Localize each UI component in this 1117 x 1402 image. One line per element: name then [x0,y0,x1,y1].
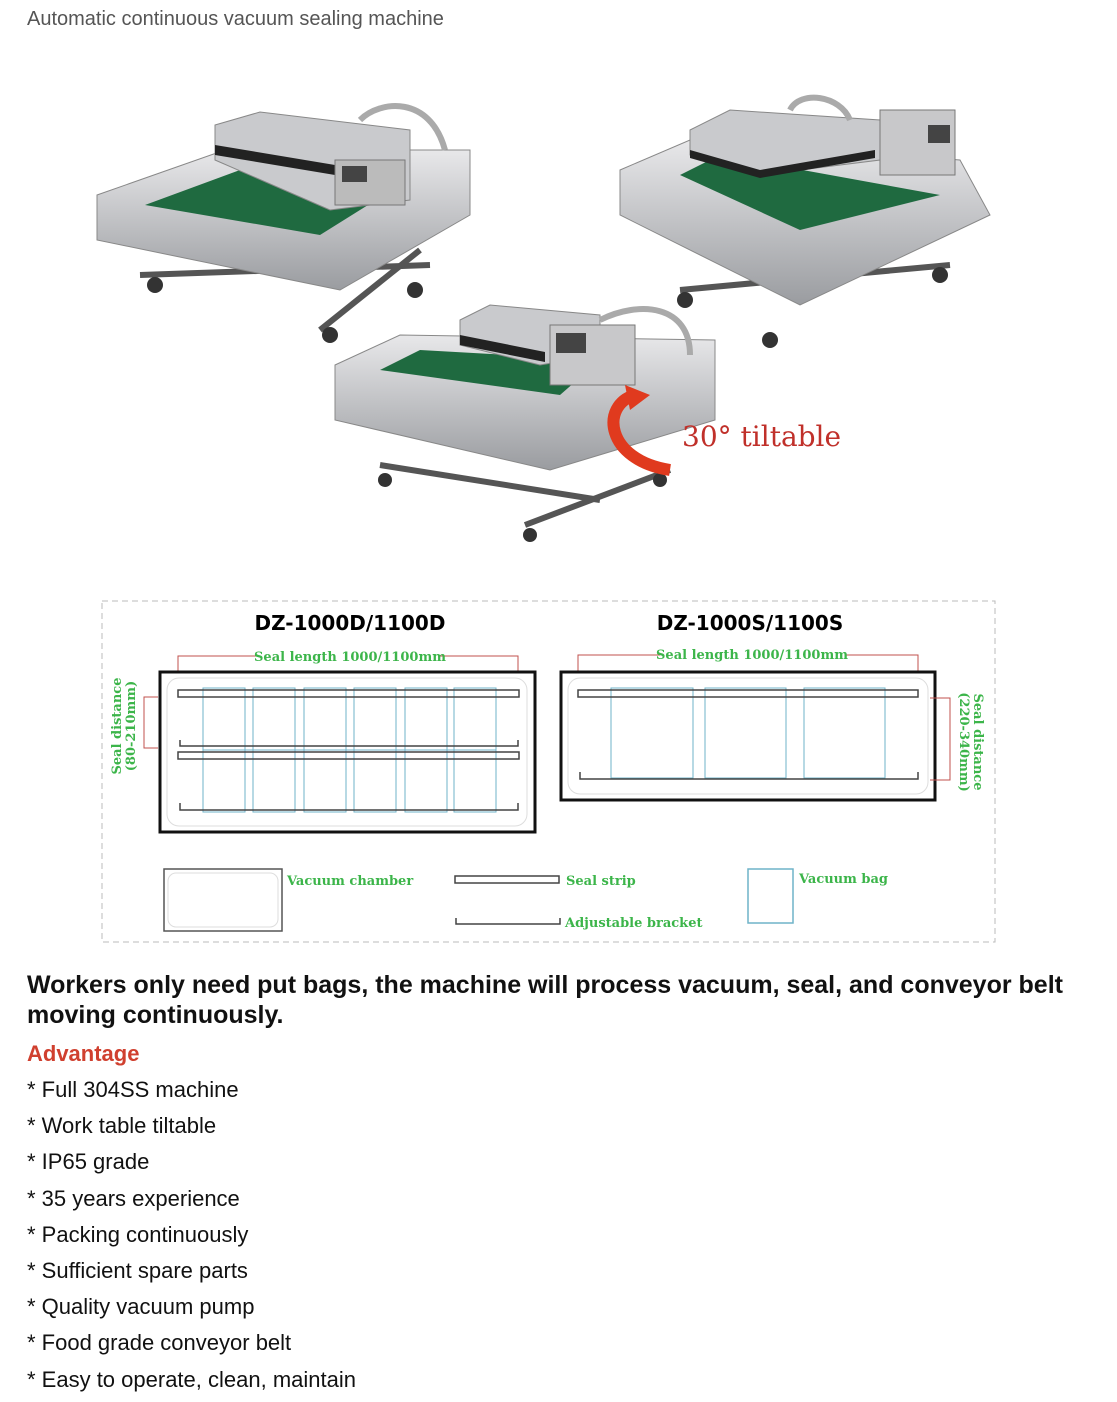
list-item: * Full 304SS machine [27,1077,239,1102]
seal-distance-label-double: Seal distance [110,678,125,775]
list-item: * Easy to operate, clean, maintain [27,1366,356,1392]
legend-vacuum-bag: Vacuum bag [798,872,888,887]
legend-chamber-swatch [163,868,283,932]
product-figure: 30° tiltable DZ-1000D/1100D DZ-1000S/110… [96,94,996,943]
seal-distance-single: (220-340mm) [956,692,971,791]
legend-vacuum-chamber: Vacuum chamber [286,874,413,889]
tilt-arrow-icon [607,389,672,476]
list-item: * Work table tiltable [27,1113,217,1139]
seal-distance-double: (80-210mm) [124,681,139,771]
seal-diagram: DZ-1000D/1100D DZ-1000S/1100S Seal lengt… [101,600,996,943]
model-double-title: DZ-1000D/1100D [255,611,446,635]
headline: Workers only need put bags, the machine … [27,971,1063,1029]
model-single-title: DZ-1000S/1100S [657,611,844,635]
machine-photo-center: 30° tiltable [334,304,841,542]
list-item: * Sufficient spare parts [27,1257,248,1283]
list-item: * Packing continuously [27,1221,249,1247]
legend-adjustable-bracket: Adjustable bracket [564,916,702,931]
advantage-title: Advantage [27,1041,140,1066]
seal-length-double: Seal length 1000/1100mm [254,650,446,665]
legend-seal-strip-swatch [454,875,560,884]
list-item: * IP65 grade [27,1149,150,1175]
advantage-list: * Full 304SS machine * Work table tiltab… [27,1076,356,1402]
tilt-label: 30° tiltable [682,420,841,453]
page-title: Automatic continuous vacuum sealing mach… [27,8,444,30]
list-item: * Food grade conveyor belt [27,1330,292,1356]
seal-distance-label-single: Seal distance [970,694,985,791]
seal-length-single: Seal length 1000/1100mm [656,648,848,663]
machine-photo-left [96,103,471,343]
machine-photo-right [619,94,991,348]
legend-seal-strip: Seal strip [566,874,636,889]
legend-bag-swatch [747,868,794,924]
list-item: * 35 years experience [27,1185,240,1211]
list-item: * Quality vacuum pump [27,1294,255,1320]
legend-bracket-swatch [455,918,561,925]
